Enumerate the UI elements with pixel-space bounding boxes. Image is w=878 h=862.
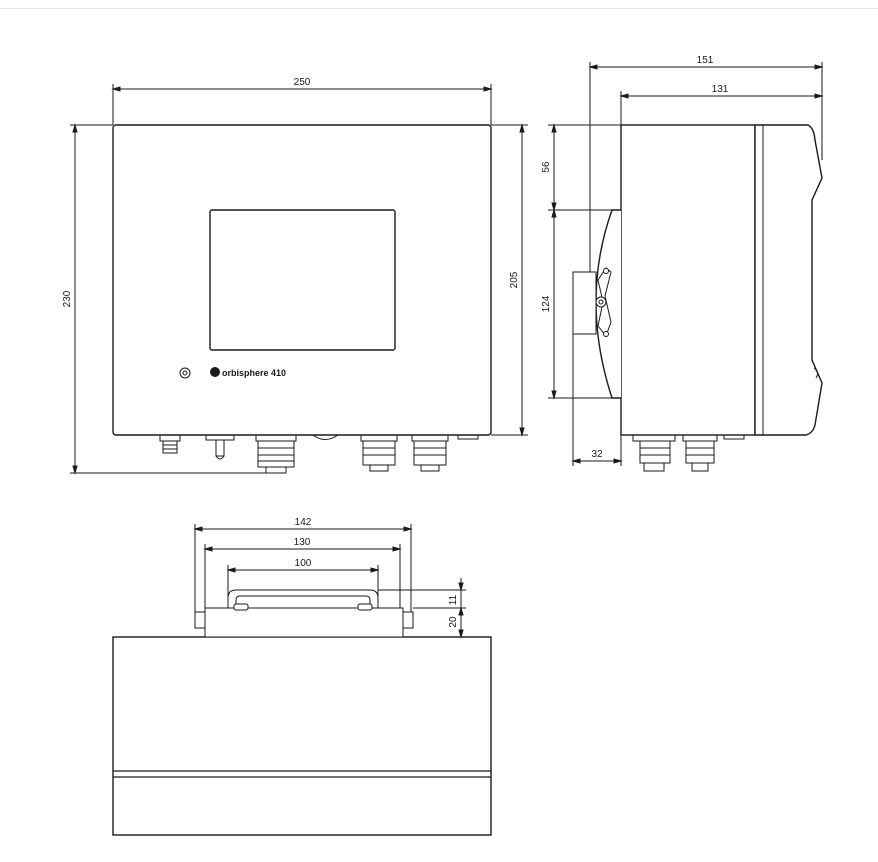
dim-side-top-offset-label: 56 <box>541 161 552 173</box>
dim-top-bracket-outer: 142 <box>193 517 413 612</box>
side-connectors <box>632 434 745 472</box>
dim-side-top-offset: 56 <box>541 123 621 212</box>
top-bracket <box>204 607 404 638</box>
dim-top-bracket-mid: 130 <box>203 537 402 608</box>
display-screen <box>209 209 396 351</box>
connector-plug <box>457 434 479 440</box>
dim-side-handle-height: 124 <box>541 208 612 400</box>
dim-front-height-inner: 205 <box>491 123 528 437</box>
top-handle <box>227 589 379 609</box>
dim-top-handle-thickness-label: 11 <box>448 594 459 605</box>
side-body <box>620 124 756 436</box>
dim-side-handle-height-label: 124 <box>541 295 552 312</box>
dim-side-handle-depth: 32 <box>571 334 623 466</box>
brand-label: orbisphere 410 <box>222 368 286 378</box>
vent-plug <box>312 434 339 440</box>
dim-top-handle-width-label: 100 <box>295 558 312 569</box>
cable-gland-large <box>255 434 297 474</box>
power-button <box>179 367 191 379</box>
top-divider <box>0 8 878 9</box>
cable-gland-3 <box>411 434 449 472</box>
side-cover <box>754 124 823 436</box>
top-view: 142 130 100 11 <box>112 517 492 836</box>
dim-front-height-inner-label: 205 <box>509 271 520 288</box>
brand-logo: orbisphere 410 <box>210 367 286 378</box>
front-connectors <box>159 434 479 474</box>
dim-top-handle-width: 100 <box>226 558 380 598</box>
dim-side-depth-outer-label: 151 <box>697 55 714 66</box>
dim-top-bracket-height-label: 20 <box>448 616 459 628</box>
dim-top-bracket-height: 20 <box>448 608 491 639</box>
dim-top-bracket-mid-label: 130 <box>294 537 311 548</box>
dim-front-height-outer-label: 230 <box>62 290 73 307</box>
connector-probe <box>205 434 235 460</box>
dim-front-height-outer: 230 <box>62 123 280 475</box>
dim-side-handle-depth-label: 32 <box>591 449 603 460</box>
dim-side-depth-inner-label: 131 <box>712 84 729 95</box>
dim-side-depth-inner: 131 <box>619 84 824 125</box>
dim-front-width-label: 250 <box>294 77 311 88</box>
side-bracket <box>572 271 597 335</box>
dim-front-width: 250 <box>111 77 493 125</box>
cable-gland-2 <box>360 434 398 472</box>
top-enclosure <box>112 636 492 836</box>
front-view: orbisphere 410 <box>62 77 528 475</box>
dim-top-bracket-outer-label: 142 <box>295 517 312 528</box>
connector-m12 <box>159 434 181 454</box>
wing-nut <box>595 267 612 338</box>
side-view: 151 131 56 124 <box>541 55 824 472</box>
